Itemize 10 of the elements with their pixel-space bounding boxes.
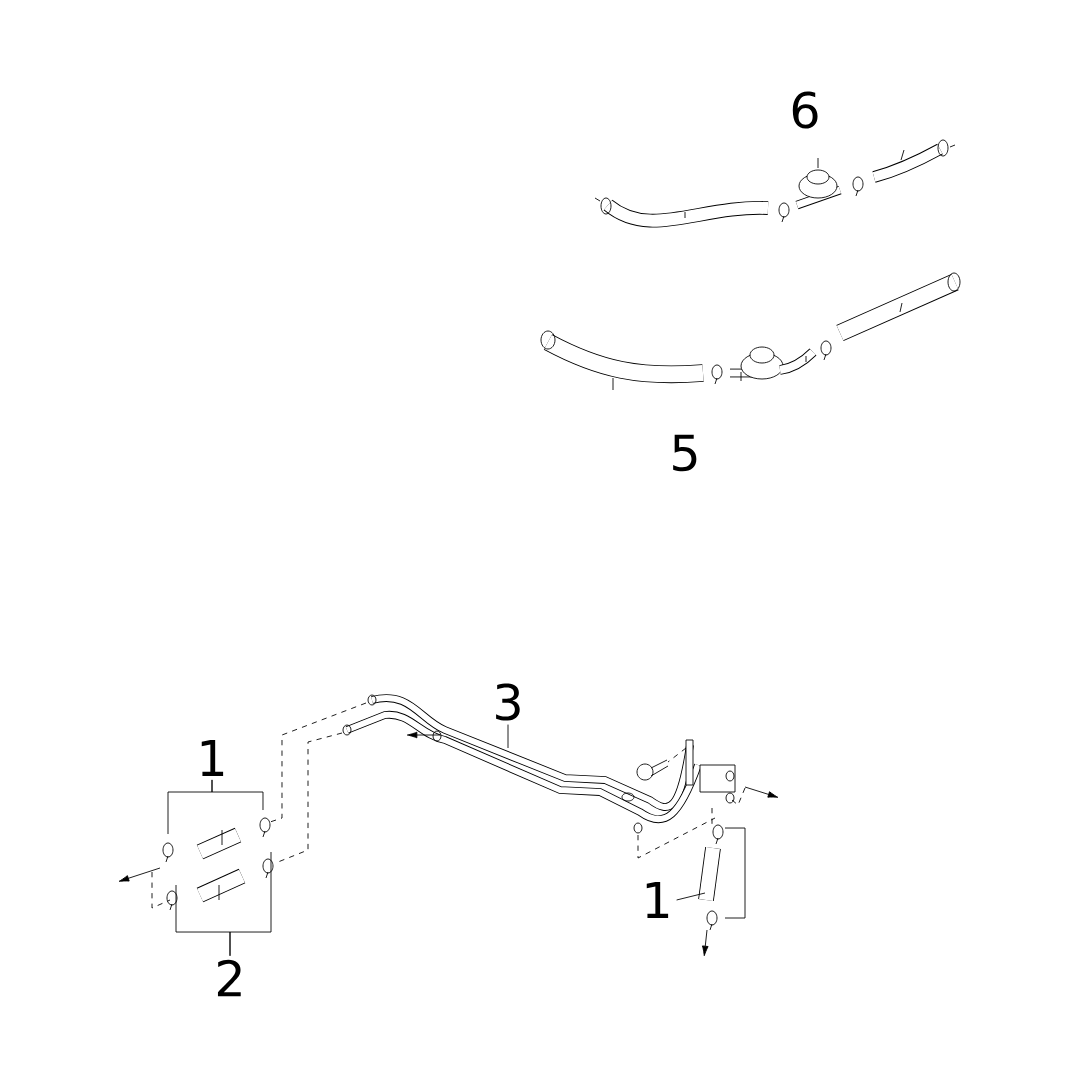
leader-line [211,779,264,811]
callout-number: 6 [792,91,818,129]
callout-number: 2 [217,959,241,997]
callout-number: 1 [646,882,669,918]
callout-number: 5 [673,434,697,472]
callout-number: 3 [496,683,520,721]
leader-line [229,851,272,957]
callout-number: 1 [201,740,224,776]
leader-line [507,724,509,749]
leader-line [676,892,706,901]
